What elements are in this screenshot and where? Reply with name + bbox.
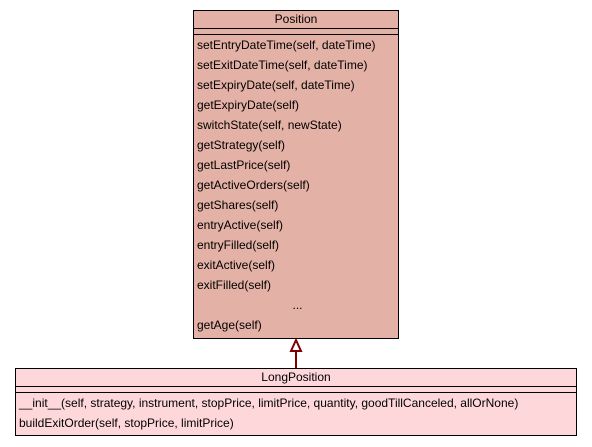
- method: switchState(self, newState): [197, 118, 342, 132]
- method: __init__(self, strategy, instrument, sto…: [19, 396, 519, 410]
- methods-compartment: __init__(self, strategy, instrument, sto…: [16, 393, 576, 435]
- method: exitFilled(self): [197, 278, 272, 292]
- method: exitActive(self): [197, 258, 276, 272]
- class-name: Position: [194, 11, 398, 29]
- method-ellipsis: ...: [292, 298, 303, 312]
- method: getShares(self): [197, 198, 279, 212]
- longposition-class-box[interactable]: LongPosition __init__(self, strategy, in…: [15, 368, 577, 436]
- method: buildExitOrder(self, stopPrice, limitPri…: [19, 416, 234, 430]
- method: getAge(self): [197, 318, 262, 332]
- attributes-compartment: [16, 387, 576, 393]
- method: setEntryDateTime(self, dateTime): [197, 38, 376, 52]
- method: setExpiryDate(self, dateTime): [197, 78, 355, 92]
- method: getExpiryDate(self): [197, 98, 300, 112]
- position-class-box[interactable]: Position setEntryDateTime(self, dateTime…: [193, 10, 399, 339]
- methods-compartment: setEntryDateTime(self, dateTime) setExit…: [194, 35, 398, 337]
- method: getLastPrice(self): [197, 158, 291, 172]
- method: getActiveOrders(self): [197, 178, 310, 192]
- method: entryActive(self): [197, 218, 284, 232]
- method: setExitDateTime(self, dateTime): [197, 58, 368, 72]
- attributes-compartment: [194, 29, 398, 35]
- class-name: LongPosition: [16, 369, 576, 387]
- method: entryFilled(self): [197, 238, 280, 252]
- method: getStrategy(self): [197, 138, 286, 152]
- inheritance-arrow-head: [289, 337, 303, 352]
